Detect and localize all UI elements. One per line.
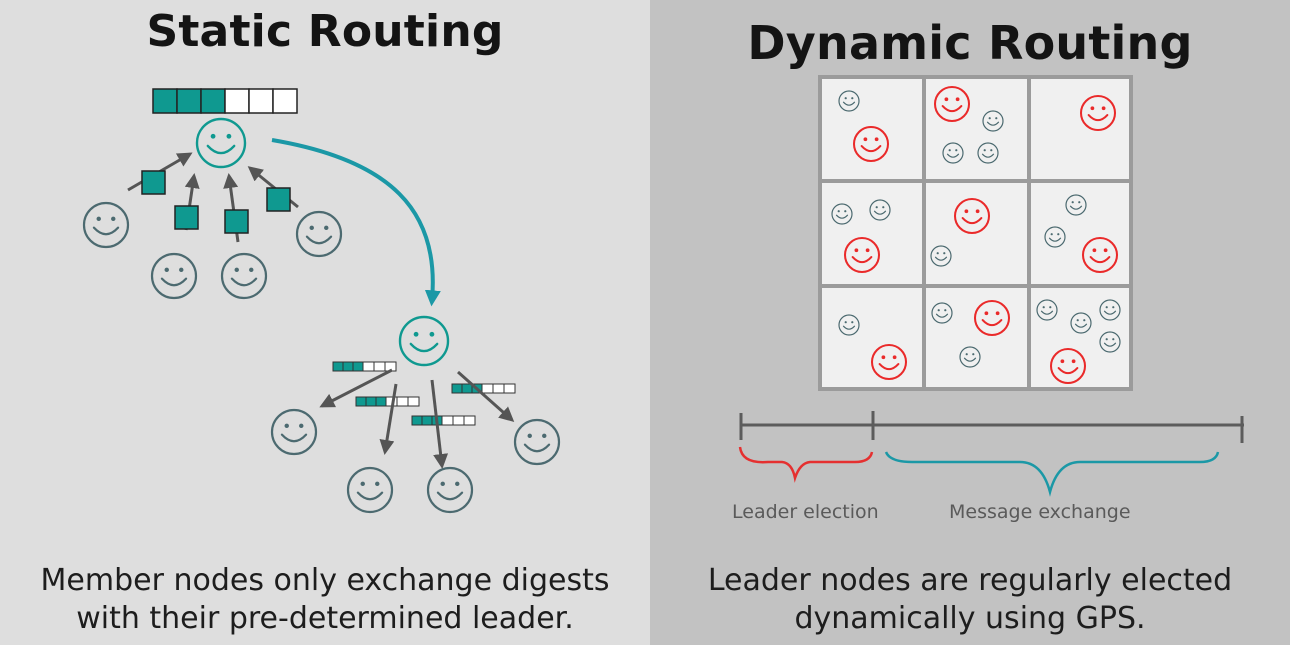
leader-election-label: Leader election <box>732 501 879 523</box>
migration-arrow <box>271 138 441 307</box>
dynamic-routing-caption: Leader nodes are regularly elected dynam… <box>650 562 1290 638</box>
leader-buffer-bar <box>152 88 298 114</box>
caption-line: dynamically using GPS. <box>794 601 1146 636</box>
leader-node-icon <box>197 119 245 167</box>
message-exchange-label: Message exchange <box>949 501 1131 523</box>
caption-line: Member nodes only exchange digests <box>40 563 610 598</box>
caption-line: Leader nodes are regularly elected <box>707 563 1233 598</box>
message-exchange-brace <box>884 451 1220 497</box>
leader-node-icon <box>400 317 448 365</box>
dynamic-routing-panel: Dynamic Routing <box>650 0 1290 645</box>
static-routing-panel: Static Routing <box>0 0 650 645</box>
leader-election-brace <box>738 446 874 483</box>
digest-arrows-down <box>319 368 515 469</box>
digest-square-icon <box>141 170 291 234</box>
static-routing-caption: Member nodes only exchange digests with … <box>0 562 650 638</box>
small-buffer-bars <box>332 361 516 426</box>
dynamic-routing-diagram: Leader election Message exchange <box>732 75 1244 523</box>
gps-grid <box>818 75 1133 391</box>
round-timeline <box>739 411 1244 443</box>
static-routing-diagram <box>0 88 650 560</box>
member-node-icon <box>84 203 341 298</box>
caption-line: with their pre-determined leader. <box>76 601 574 636</box>
dynamic-routing-title: Dynamic Routing <box>747 16 1193 70</box>
static-routing-title: Static Routing <box>146 6 504 57</box>
